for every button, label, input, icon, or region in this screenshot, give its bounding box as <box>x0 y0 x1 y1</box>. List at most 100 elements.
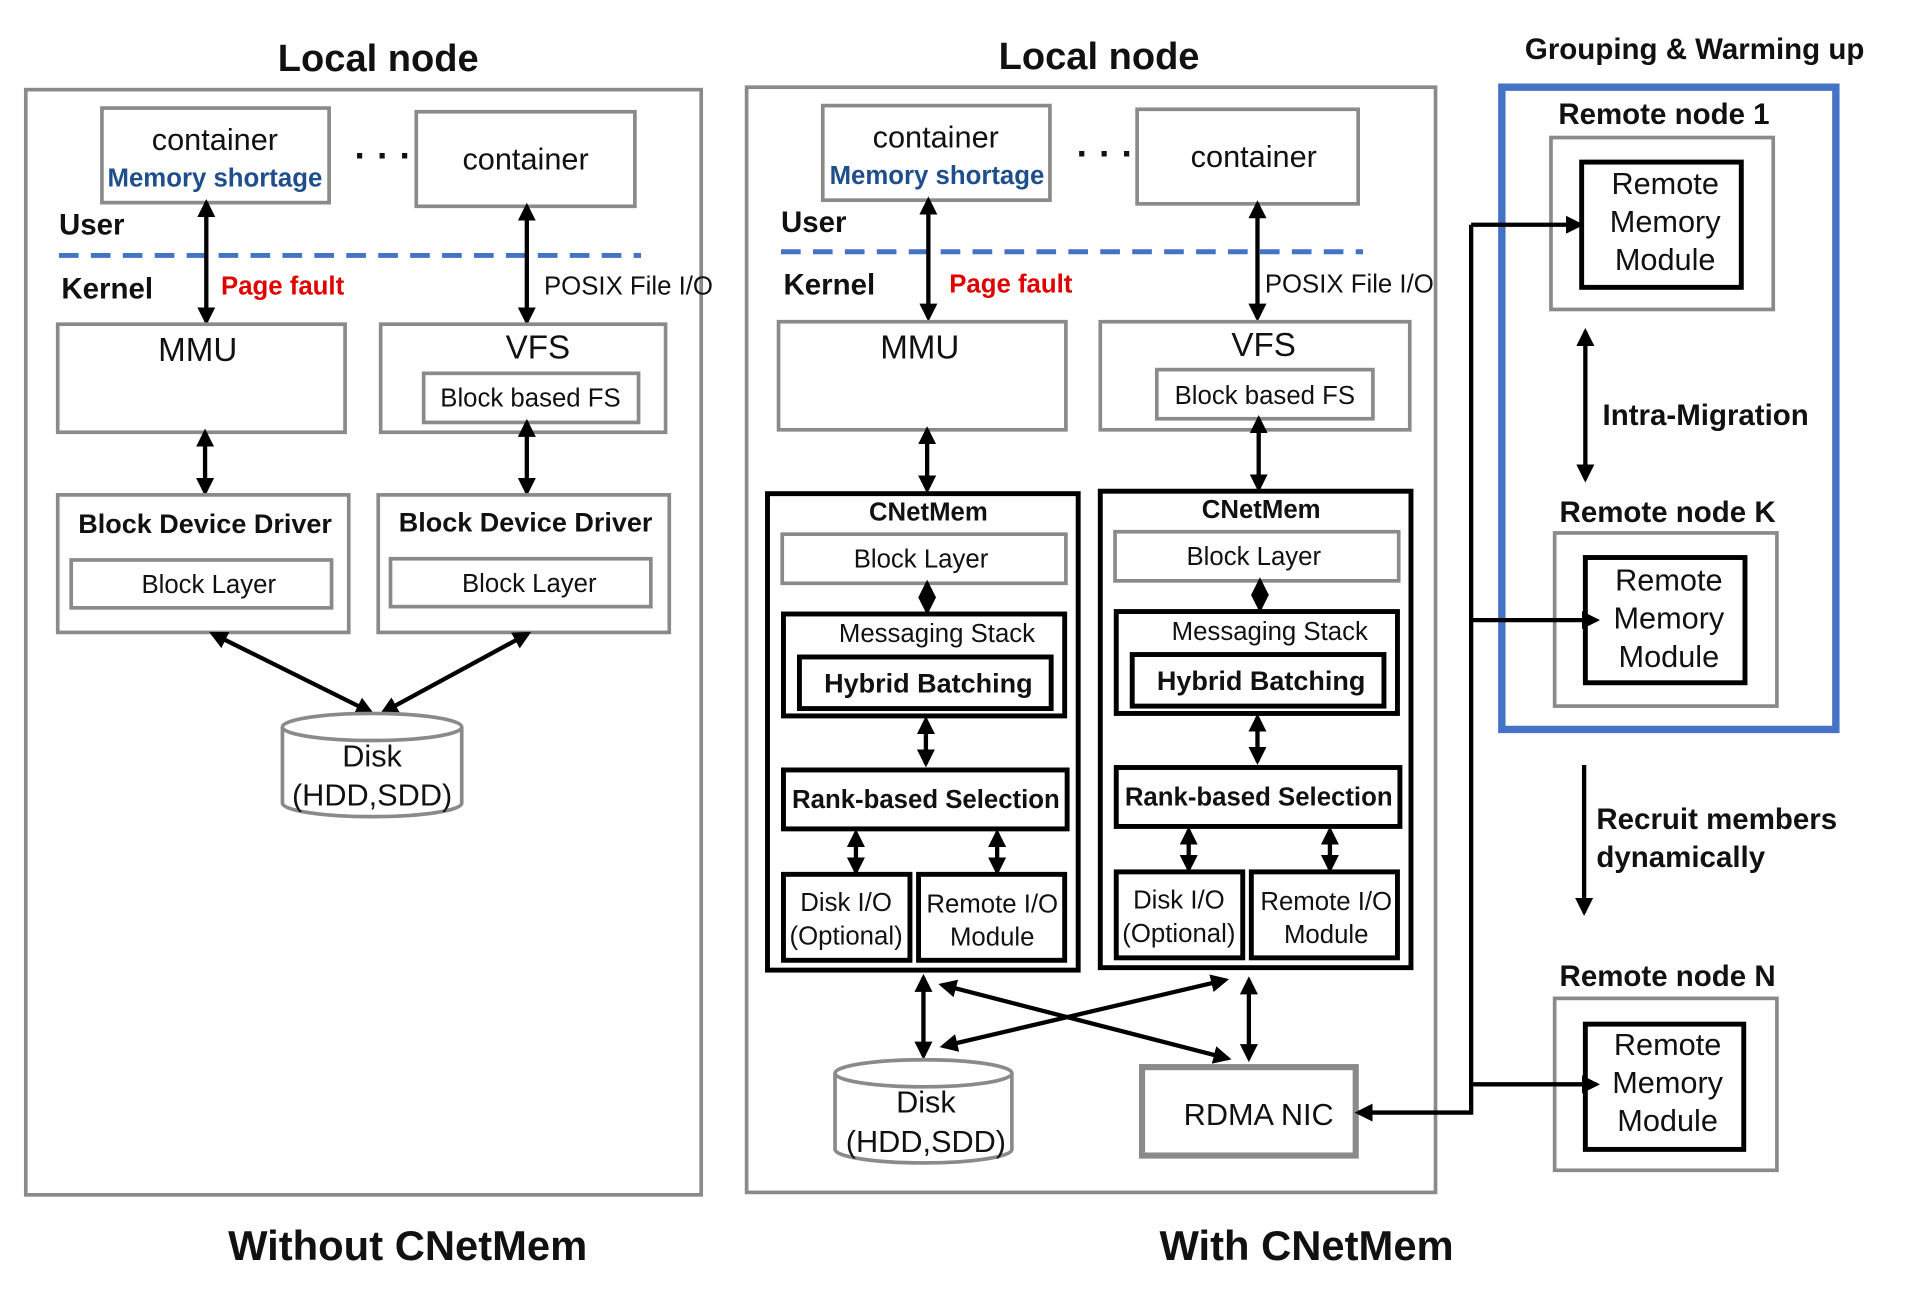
right-disk-type: (HDD,SDD) <box>846 1124 1006 1159</box>
left-kernel-label: Kernel <box>61 272 153 305</box>
cnetmem-2-hybrid-label: Hybrid Batching <box>1157 666 1366 696</box>
remote-memory-module-k <box>1582 555 1748 686</box>
right-kernel-label: Kernel <box>783 269 875 302</box>
right-disk-label: Disk <box>896 1085 956 1120</box>
cnetmem-stack-1: CNetMem Block Layer Messaging Stack Hybr… <box>765 491 1081 973</box>
remote-module-k-line3: Module <box>1619 639 1720 674</box>
rdma-bus-line <box>1354 224 1474 1122</box>
right-vfs-label: VFS <box>1231 327 1295 364</box>
remote-module-1-line1: Remote <box>1611 166 1718 201</box>
left-block-fs-label: Block based FS <box>440 384 620 412</box>
cnetmem-1-rank-box <box>781 767 1070 832</box>
cnetmem-stack-2: CNetMem Block Layer Messaging Stack Hybr… <box>1097 488 1414 971</box>
right-user-label: User <box>781 206 847 239</box>
left-container-2-label: container <box>462 141 588 176</box>
left-local-node-title: Local node <box>278 38 479 80</box>
group-frame <box>1498 83 1840 734</box>
right-block-fs-label: Block based FS <box>1175 382 1355 410</box>
cnetmem-2-block-layer-box <box>1113 529 1401 583</box>
cnetmem-1-rank-label: Rank-based Selection <box>792 786 1060 814</box>
cnetmem-1-remote-io-label: Remote I/O <box>926 890 1058 918</box>
left-user-label: User <box>59 209 125 242</box>
left-container-1 <box>100 106 331 205</box>
cnetmem-1-disk-io-label: Disk I/O <box>800 889 892 917</box>
right-disk-cylinder <box>833 1057 1014 1165</box>
right-container-2 <box>1135 107 1361 206</box>
left-container-1-label: container <box>152 122 278 157</box>
right-memory-shortage: Memory shortage <box>830 162 1045 190</box>
left-driver-1-label: Block Device Driver <box>78 509 332 539</box>
cnetmem-2-disk-io-box <box>1113 869 1246 961</box>
right-block-fs-box <box>1154 367 1375 421</box>
remote-module-1-line3: Module <box>1615 242 1716 277</box>
left-block-layer-box-2 <box>388 556 653 609</box>
remote-memory-module-1 <box>1579 159 1744 290</box>
cnetmem-1-disk-io-box <box>781 871 913 963</box>
cnetmem-2-remote-io-label: Remote I/O <box>1260 888 1392 916</box>
cnetmem-2-disk-io-label: Disk I/O <box>1133 887 1225 915</box>
cnetmem-1-messaging-label: Messaging Stack <box>839 620 1035 648</box>
remote-node-1-title: Remote node 1 <box>1558 98 1769 131</box>
right-page-fault: Page fault <box>949 270 1073 298</box>
remote-module-n-line3: Module <box>1617 1103 1718 1138</box>
cnetmem-stack-1-title: CNetMem <box>869 499 988 527</box>
remote-module-k-line1: Remote <box>1615 563 1722 598</box>
left-driver-2-label: Block Device Driver <box>399 508 653 538</box>
cnetmem-2-rank-box <box>1113 765 1403 829</box>
left-disk-label: Disk <box>342 738 402 773</box>
remote-memory-module-n <box>1582 1021 1747 1152</box>
left-arrow-driver1-disk <box>209 631 375 715</box>
remote-node-k-title: Remote node K <box>1560 496 1777 529</box>
left-disk-cylinder <box>280 711 464 819</box>
right-container-2-label: container <box>1191 139 1317 174</box>
rdma-nic-box <box>1138 1064 1359 1159</box>
cnetmem-2-hybrid-box <box>1129 652 1387 709</box>
right-ellipsis: · · · <box>1077 133 1134 174</box>
left-vfs-label: VFS <box>506 330 570 367</box>
left-ellipsis: · · · <box>355 135 412 176</box>
remote-module-n-line2: Memory <box>1612 1065 1723 1100</box>
left-posix-label: POSIX File I/O <box>544 273 713 301</box>
remote-node-n-title: Remote node N <box>1560 960 1776 993</box>
left-arrow-driver2-disk <box>379 631 532 715</box>
left-disk-type: (HDD,SDD) <box>292 778 452 813</box>
left-block-layer-2-label: Block Layer <box>462 570 597 598</box>
cnetmem-2-disk-io-optional: (Optional) <box>1122 920 1235 948</box>
left-memory-shortage: Memory shortage <box>108 165 323 193</box>
right-mmu-label: MMU <box>880 330 959 367</box>
rdma-nic-label: RDMA NIC <box>1184 1097 1334 1132</box>
cnetmem-stack-2-title: CNetMem <box>1202 496 1321 524</box>
cnetmem-1-remote-io-module: Module <box>950 924 1035 952</box>
arrow-stack2-disk <box>939 974 1230 1052</box>
caption-without: Without CNetMem <box>228 1222 587 1269</box>
cnetmem-1-hybrid-box <box>796 654 1054 712</box>
cnetmem-2-rank-label: Rank-based Selection <box>1125 784 1393 812</box>
right-container-1 <box>820 103 1052 203</box>
right-mmu-box <box>776 319 1068 432</box>
cnetmem-2-remote-io-module: Module <box>1284 921 1369 949</box>
recruit-label-line1: Recruit members <box>1596 803 1837 836</box>
remote-module-1-line2: Memory <box>1610 204 1721 239</box>
grouping-title: Grouping & Warming up <box>1525 33 1864 66</box>
remote-module-n-line1: Remote <box>1614 1027 1721 1062</box>
remote-module-k-line2: Memory <box>1613 601 1724 636</box>
cnetmem-1-block-layer-label: Block Layer <box>854 545 989 573</box>
right-container-1-label: container <box>873 119 999 154</box>
left-page-fault: Page fault <box>221 273 345 301</box>
cnetmem-2-block-layer-label: Block Layer <box>1186 543 1321 571</box>
cnetmem-1-disk-io-optional: (Optional) <box>790 922 903 950</box>
right-local-node-title: Local node <box>999 36 1200 78</box>
cnetmem-2-remote-io-box <box>1248 869 1400 961</box>
caption-with: With CNetMem <box>1159 1222 1453 1269</box>
cnetmem-1-remote-io-box <box>916 871 1068 963</box>
right-posix-label: POSIX File I/O <box>1265 270 1434 298</box>
left-block-layer-1-label: Block Layer <box>141 571 276 599</box>
recruit-label-line2: dynamically <box>1596 841 1765 874</box>
left-block-layer-box-1 <box>69 558 334 610</box>
left-mmu-label: MMU <box>158 332 237 369</box>
cnetmem-1-hybrid-label: Hybrid Batching <box>824 669 1033 699</box>
cnetmem-2-messaging-label: Messaging Stack <box>1172 618 1368 646</box>
intra-migration-label: Intra-Migration <box>1603 399 1809 432</box>
